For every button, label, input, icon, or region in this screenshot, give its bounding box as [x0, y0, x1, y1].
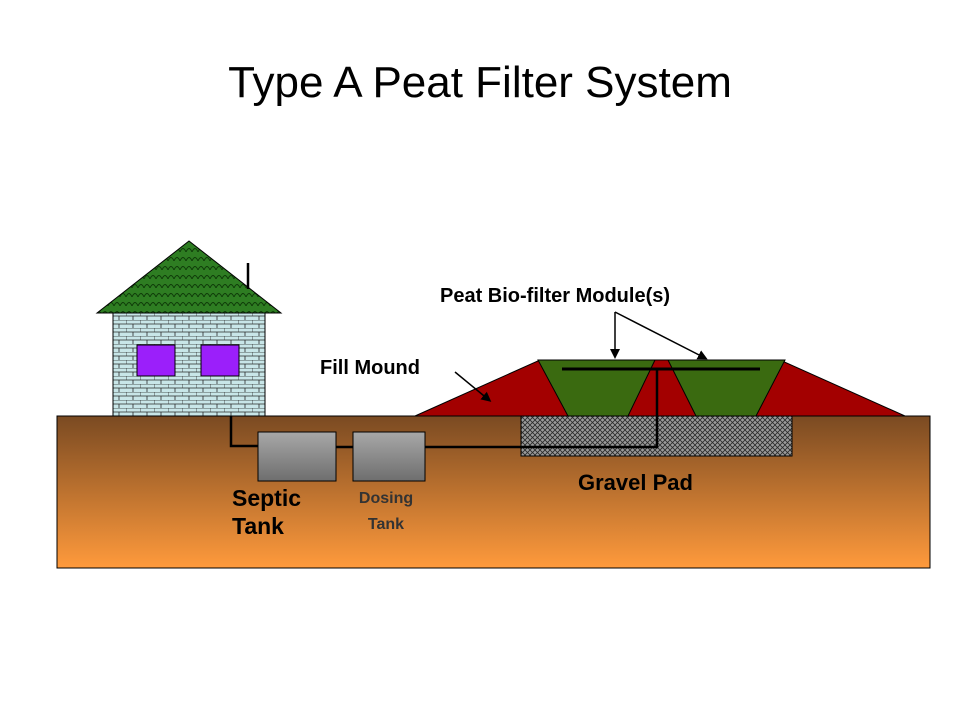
house-wall	[112, 312, 266, 417]
peat-module-leader-right	[614, 311, 708, 360]
house-window-left	[136, 344, 176, 377]
dosing-label-line1: Dosing	[358, 490, 414, 507]
house-roof	[95, 240, 283, 314]
septic-tank	[257, 431, 337, 482]
peat-module-left	[537, 359, 656, 417]
peat-module-label: Peat Bio-filter Module(s)	[440, 285, 671, 307]
septic-label-line1: Septic	[232, 485, 302, 511]
septic-tank-label: Septic Tank	[232, 484, 301, 540]
pressure-line	[425, 369, 659, 449]
gravel-pad-label: Gravel Pad	[578, 470, 693, 495]
septic-label-line2: Tank	[232, 513, 284, 539]
dosing-tank	[352, 431, 426, 482]
page-title: Type A Peat Filter System	[228, 58, 732, 107]
dosing-label-line2: Tank	[367, 516, 405, 533]
sewer-pipe	[229, 416, 259, 448]
dosing-tank-label: Dosing Tank	[345, 486, 427, 538]
fill-mound-label: Fill Mound	[320, 357, 420, 379]
fill-mound-leader	[454, 371, 492, 402]
house-window-right	[200, 344, 240, 377]
soil-ground	[56, 415, 931, 569]
peat-module-right	[667, 359, 786, 417]
